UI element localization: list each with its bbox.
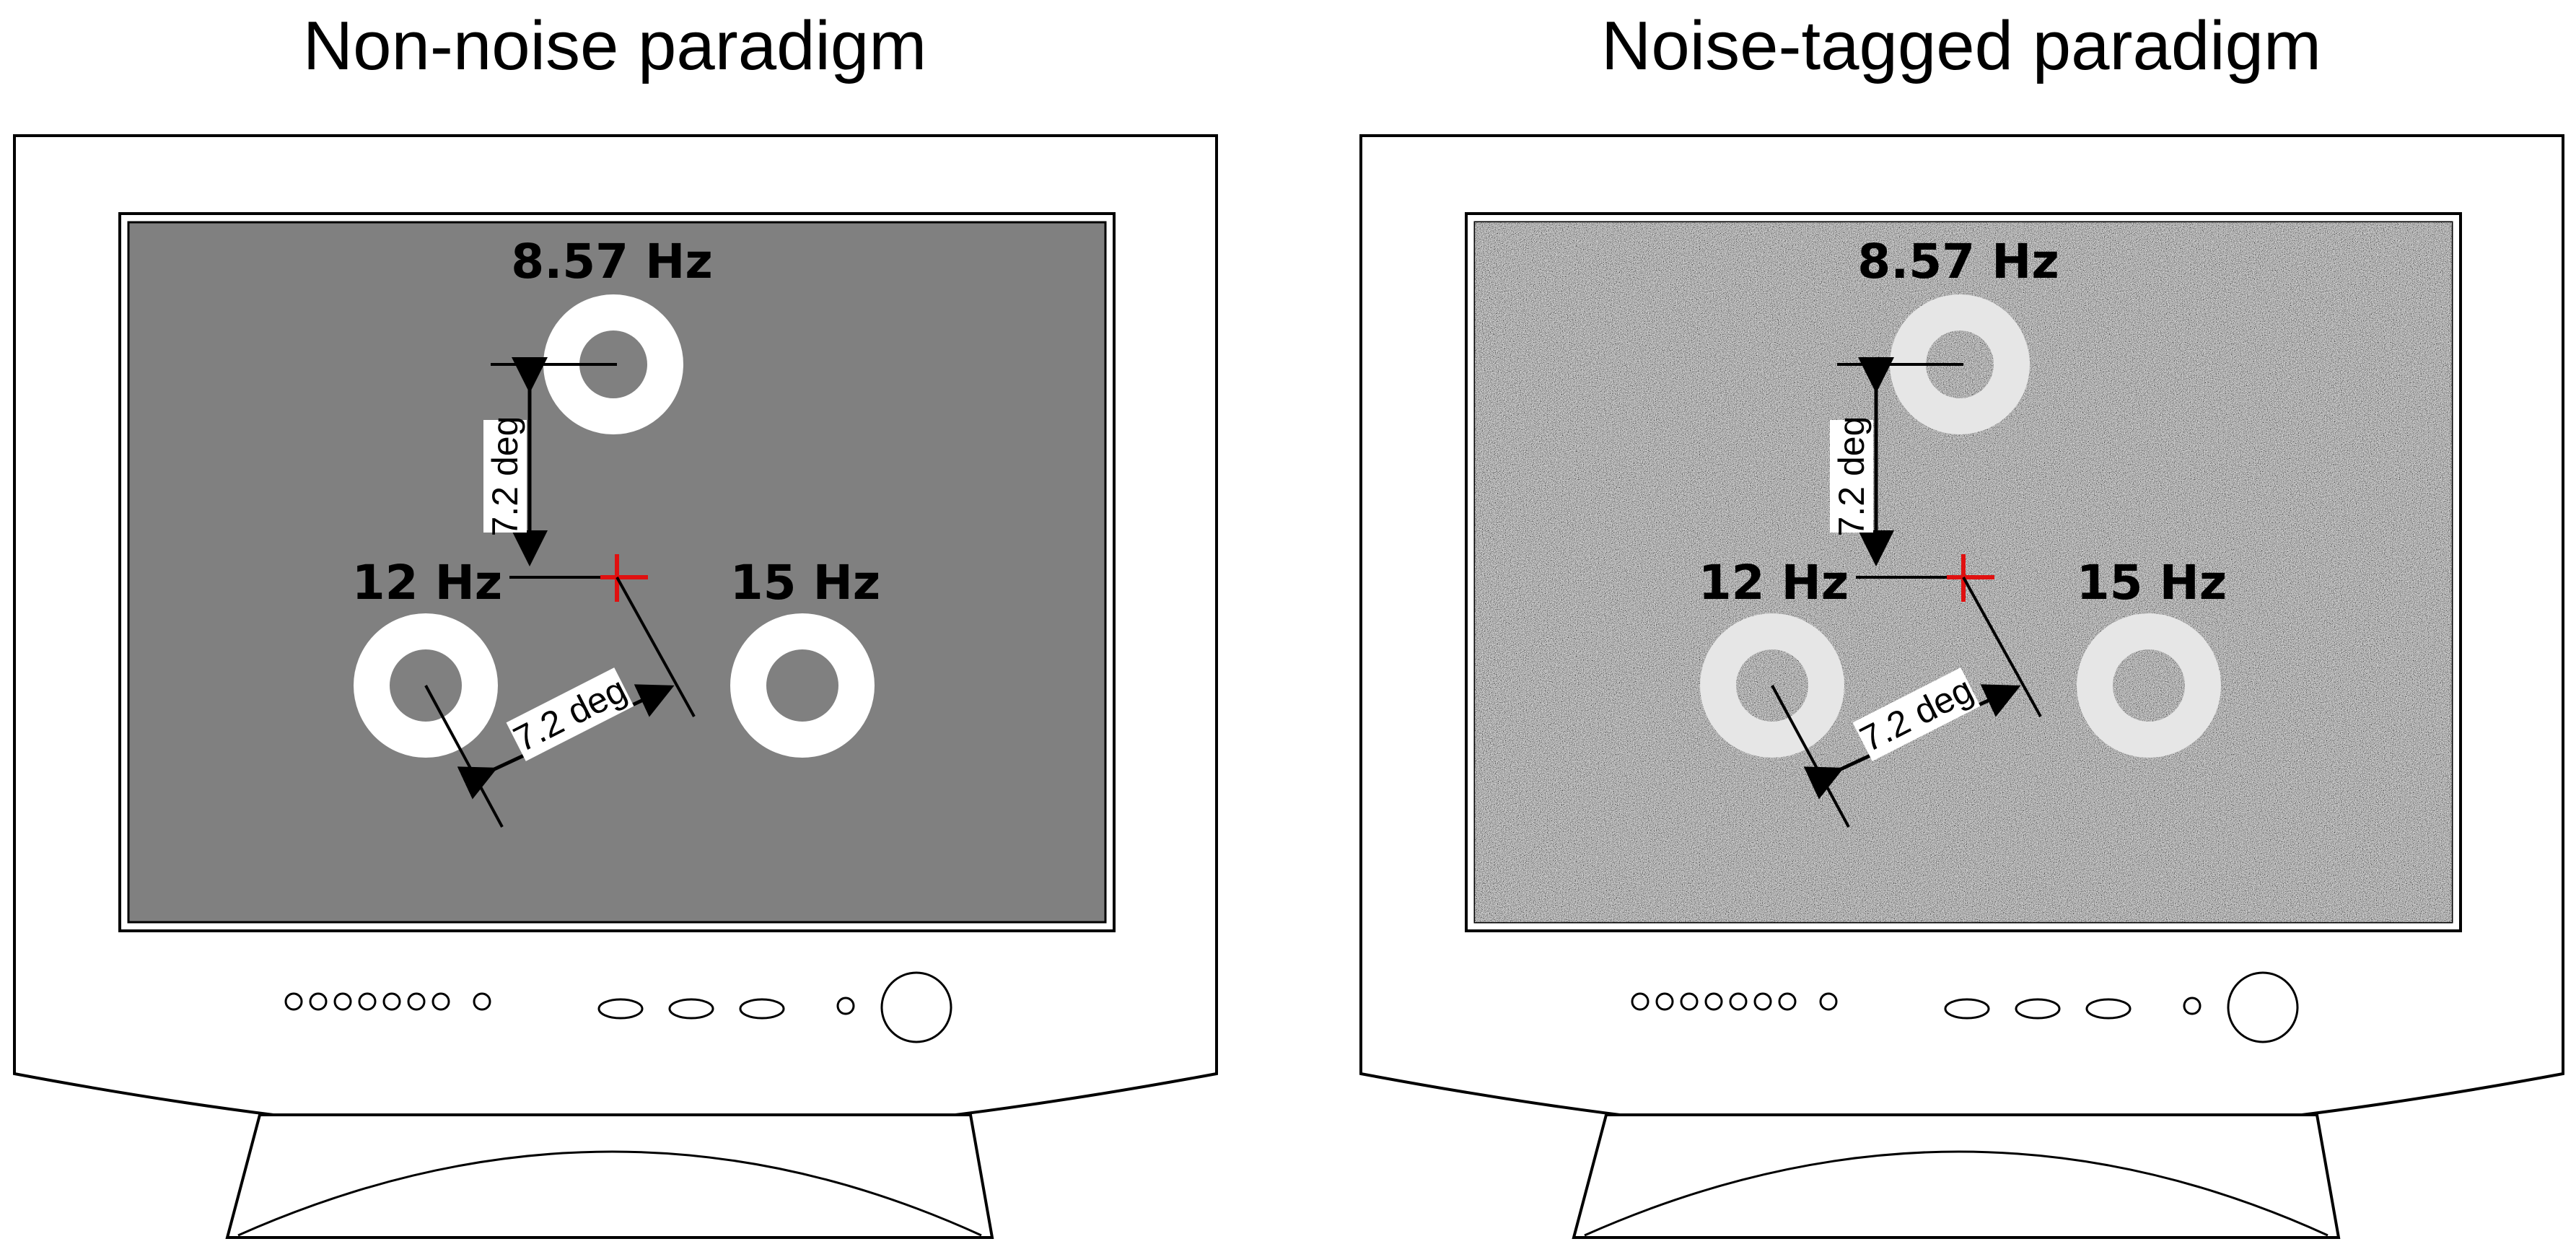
stand-curve	[237, 1150, 982, 1237]
panel-noise-tagged: Noise-tagged paradigm 8.57 Hz 12 Hz 15 H…	[1359, 7, 2564, 1239]
ref-line-diag-right	[615, 577, 696, 717]
freq-label-right: 15 Hz	[2077, 555, 2227, 610]
monitor-stand	[225, 1113, 994, 1239]
ring-right	[2077, 613, 2221, 758]
monitor-controls	[284, 971, 952, 1043]
freq-label-top: 8.57 Hz	[1857, 234, 2059, 289]
monitor-stand	[1572, 1113, 2341, 1239]
distance-label-vertical: 7.2 deg	[485, 416, 525, 537]
stand-curve	[1584, 1150, 2329, 1237]
panel-non-noise: Non-noise paradigm 8.57 Hz 12 Hz 15 Hz 7…	[13, 7, 1218, 1239]
freq-label-top: 8.57 Hz	[511, 234, 712, 289]
ref-line-diag-right	[1962, 577, 2042, 717]
panel-title: Noise-tagged paradigm	[1601, 7, 2321, 84]
freq-label-left: 12 Hz	[352, 555, 502, 610]
monitor-controls	[1631, 971, 2299, 1043]
ring-right	[730, 613, 875, 758]
panel-title: Non-noise paradigm	[303, 7, 926, 84]
freq-label-left: 12 Hz	[1699, 555, 1849, 610]
distance-label-vertical: 7.2 deg	[1831, 416, 1872, 537]
freq-label-right: 15 Hz	[730, 555, 880, 610]
